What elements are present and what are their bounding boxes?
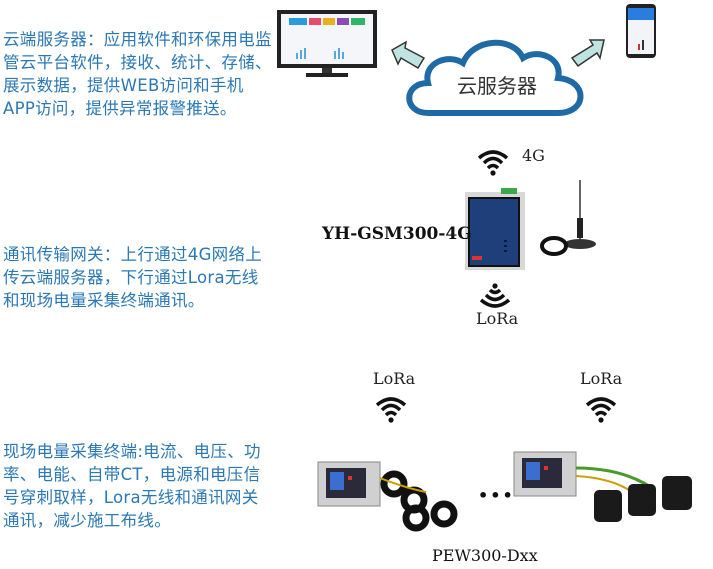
- gateway-device-icon: [465, 188, 525, 270]
- cloud-label: 云服务器: [457, 74, 537, 98]
- wifi-terminal-left-icon: [375, 397, 407, 423]
- phone-icon: [626, 4, 656, 58]
- arrow-to-phone-icon: [570, 39, 605, 68]
- uplink-label: 4G: [522, 146, 545, 165]
- monitor-icon: [277, 10, 377, 77]
- ellipsis: •••: [478, 486, 515, 505]
- gateway-model-label: YH-GSM300-4G: [322, 224, 472, 244]
- downlink-label: LoRa: [476, 309, 519, 328]
- wifi-lora-gateway-icon: [479, 283, 511, 308]
- terminal-right-lora-label: LoRa: [580, 369, 623, 388]
- antenna-icon: [540, 180, 596, 256]
- wifi-4g-icon: [477, 150, 509, 176]
- gateway-description: 通讯传输网关：上行通过4G网络上传云端服务器，下行通过Lora无线和现场电量采集…: [3, 245, 263, 310]
- arrow-to-monitor-icon: [391, 40, 426, 70]
- terminal-device-right-icon: [513, 451, 692, 522]
- cloud-icon: [406, 39, 584, 116]
- terminal-description: 现场电量采集终端:电流、电压、功率、电能、自带CT，电源和电压信号穿刺取样，Lo…: [3, 442, 261, 530]
- terminal-left-lora-label: LoRa: [373, 369, 416, 388]
- cloud-server-description: 云端服务器：应用软件和环保用电监管云平台软件，接收、统计、存储、展示数据，提供W…: [3, 30, 272, 118]
- terminal-model-label: PEW300-Dxx: [432, 546, 538, 565]
- wifi-terminal-right-icon: [585, 397, 617, 423]
- terminal-device-left-icon: [317, 461, 458, 532]
